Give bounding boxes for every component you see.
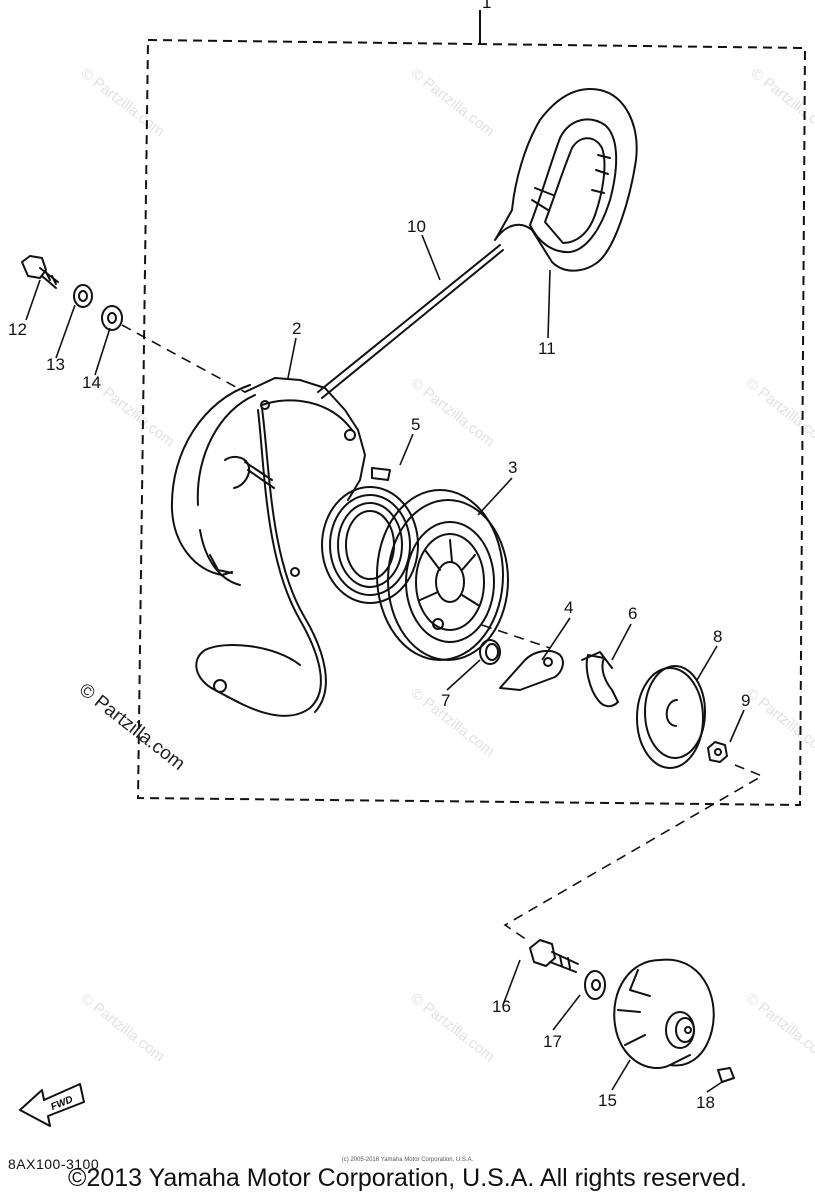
pawl-spring	[479, 639, 501, 665]
ratchet-pawl	[499, 649, 564, 691]
starter-spring	[321, 467, 419, 604]
watermark-tile: © Partzilla.com	[408, 375, 498, 451]
callout-3: 3	[508, 458, 517, 477]
fwd-arrow-icon	[19, 1083, 85, 1127]
connection-lines	[121, 324, 764, 943]
callout-1: 1	[482, 0, 491, 12]
watermark-tile: © Partzilla.com	[743, 685, 815, 761]
starter-case	[170, 377, 366, 586]
callout-10: 10	[407, 217, 426, 236]
brand-watermark: © Partzilla.com	[75, 679, 189, 774]
callout-5: 5	[411, 415, 420, 434]
woodruff-key	[717, 1067, 735, 1083]
pawl-guide-clip	[581, 651, 619, 708]
case-bolt	[21, 255, 59, 289]
watermark-tile: © Partzilla.com	[78, 990, 168, 1066]
retaining-nut	[707, 741, 728, 763]
callout-8: 8	[713, 627, 722, 646]
callout-12: 12	[8, 320, 27, 339]
drive-plate	[636, 665, 706, 769]
callout-15: 15	[598, 1091, 617, 1110]
pulley-washer	[584, 970, 606, 1000]
watermark-tile: © Partzilla.com	[743, 375, 815, 451]
diagram-code: 8AX100-3100	[8, 1156, 100, 1172]
watermark-tiles: © Partzilla.com © Partzilla.com © Partzi…	[78, 65, 815, 1066]
watermark-tile: © Partzilla.com	[408, 685, 498, 761]
callout-16: 16	[492, 997, 511, 1016]
watermark-tile: © Partzilla.com	[408, 65, 498, 141]
watermark-tile: © Partzilla.com	[78, 65, 168, 141]
small-copyright: (c) 2005-2016 Yamaha Motor Corporation, …	[341, 1157, 474, 1163]
watermark-tile: © Partzilla.com	[408, 990, 498, 1066]
callout-9: 9	[741, 691, 750, 710]
watermark-tile: © Partzilla.com	[743, 990, 815, 1066]
pulley-bolt	[529, 939, 579, 973]
callout-13: 13	[46, 355, 65, 374]
callout-11: 11	[538, 339, 556, 358]
callout-17: 17	[543, 1032, 562, 1051]
lock-washer	[73, 284, 93, 308]
callout-6: 6	[628, 604, 637, 623]
assembly-boundary	[136, 38, 807, 807]
watermark-tile: © Partzilla.com	[88, 375, 178, 451]
drive-pulley	[613, 958, 715, 1070]
starter-pulley	[376, 489, 509, 661]
plain-washer	[101, 305, 123, 331]
callout-18: 18	[696, 1093, 715, 1112]
callout-7: 7	[441, 691, 450, 710]
copyright-notice: ©2013 Yamaha Motor Corporation, U.S.A. A…	[68, 1164, 747, 1192]
callout-4: 4	[564, 598, 573, 617]
callout-14: 14	[82, 373, 101, 392]
starter-rope	[195, 244, 504, 717]
callout-2: 2	[292, 319, 301, 338]
callout-numbers: 2 3 4 5 6 7 8 9 10 11 12 13 14 15 16 17 …	[8, 217, 750, 1112]
starter-handle	[494, 88, 638, 272]
leader-lines	[25, 234, 745, 1093]
